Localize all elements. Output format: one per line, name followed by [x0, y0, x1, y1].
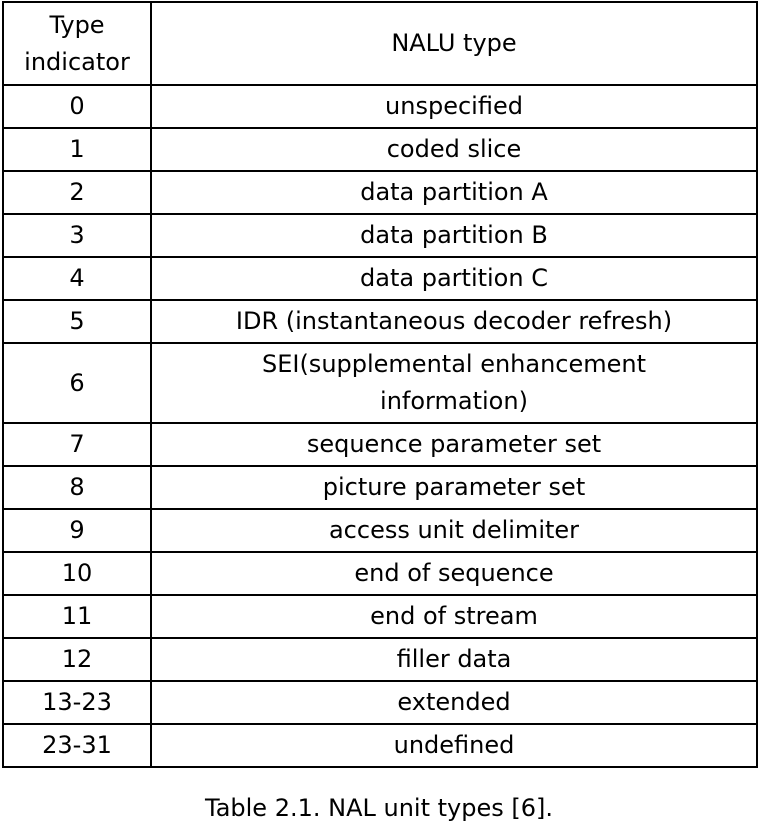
type-indicator-cell: 4: [2, 256, 152, 301]
table-row: 7 sequence parameter set: [2, 422, 758, 467]
type-indicator-cell: 9: [2, 508, 152, 553]
table-row: 6 SEI(supplemental enhancement informati…: [2, 342, 758, 424]
nalu-type-cell: data partition B: [150, 213, 758, 258]
nalu-type-cell: access unit delimiter: [150, 508, 758, 553]
nalu-type-cell: coded slice: [150, 127, 758, 172]
header-nalu-type: NALU type: [150, 1, 758, 86]
table-row: 13-23 extended: [2, 680, 758, 725]
type-indicator-cell: 12: [2, 637, 152, 682]
type-indicator-cell: 3: [2, 213, 152, 258]
type-indicator-cell: 0: [2, 84, 152, 129]
nalu-type-cell: unspecified: [150, 84, 758, 129]
table-row: 2 data partition A: [2, 170, 758, 215]
table-row: 5 IDR (instantaneous decoder refresh): [2, 299, 758, 344]
nalu-type-cell: SEI(supplemental enhancement information…: [150, 342, 758, 424]
nalu-type-cell: picture parameter set: [150, 465, 758, 510]
nalu-types-table: Type indicator NALU type 0 unspecified 1…: [2, 1, 758, 768]
nalu-type-cell: extended: [150, 680, 758, 725]
table-row: 3 data partition B: [2, 213, 758, 258]
table-row: 8 picture parameter set: [2, 465, 758, 510]
table-row: 4 data partition C: [2, 256, 758, 301]
type-indicator-cell: 1: [2, 127, 152, 172]
table-row: 1 coded slice: [2, 127, 758, 172]
table-row: 23-31 undefined: [2, 723, 758, 768]
type-indicator-cell: 13-23: [2, 680, 152, 725]
type-indicator-cell: 5: [2, 299, 152, 344]
nalu-type-cell: end of stream: [150, 594, 758, 639]
nalu-type-cell: data partition C: [150, 256, 758, 301]
table-row: 11 end of stream: [2, 594, 758, 639]
type-indicator-cell: 2: [2, 170, 152, 215]
type-indicator-cell: 23-31: [2, 723, 152, 768]
table-caption: Table 2.1. NAL unit types [6].: [205, 794, 553, 822]
nalu-type-cell: sequence parameter set: [150, 422, 758, 467]
table-row: 12 filler data: [2, 637, 758, 682]
nalu-type-cell: data partition A: [150, 170, 758, 215]
table-row: 0 unspecified: [2, 84, 758, 129]
nalu-type-cell: undefined: [150, 723, 758, 768]
nalu-type-cell: end of sequence: [150, 551, 758, 596]
nalu-type-cell: IDR (instantaneous decoder refresh): [150, 299, 758, 344]
table-row: 9 access unit delimiter: [2, 508, 758, 553]
table-header-row: Type indicator NALU type: [2, 1, 758, 86]
type-indicator-cell: 11: [2, 594, 152, 639]
nalu-type-cell: filler data: [150, 637, 758, 682]
table-row: 10 end of sequence: [2, 551, 758, 596]
type-indicator-cell: 8: [2, 465, 152, 510]
type-indicator-cell: 7: [2, 422, 152, 467]
type-indicator-cell: 10: [2, 551, 152, 596]
type-indicator-cell: 6: [2, 342, 152, 424]
header-type-indicator: Type indicator: [2, 1, 152, 86]
